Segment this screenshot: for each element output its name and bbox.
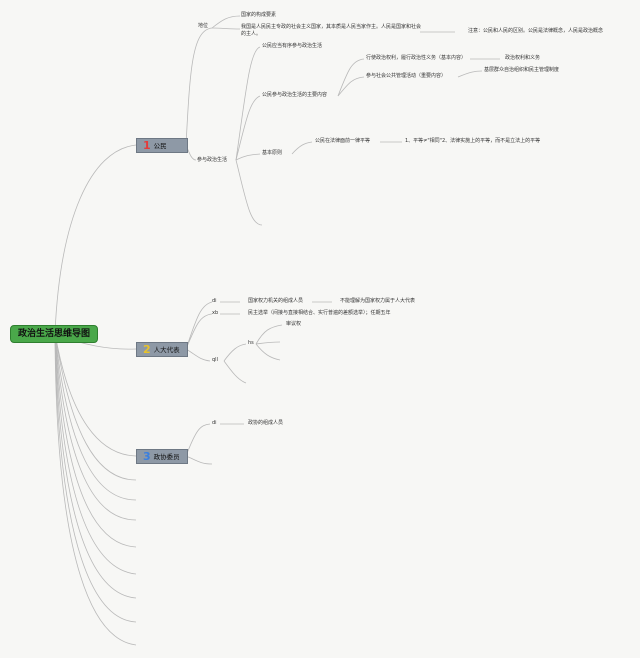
node-rights-duties[interactable]: 政治权利和义务 bbox=[505, 55, 541, 61]
branch-label: 公民 bbox=[153, 142, 167, 150]
node-orderly[interactable]: 公民应当有序参与政治生活 bbox=[262, 43, 323, 49]
branch-number-1: 1 bbox=[143, 139, 151, 152]
node-npc-note[interactable]: 不能理解为国家权力属于人大代表 bbox=[340, 298, 416, 304]
branch-number-3: 3 bbox=[143, 450, 151, 463]
root-node[interactable]: 政治生活思维导图 bbox=[10, 325, 98, 343]
node-equality-note[interactable]: 1、平等≠"相同"2、法律实施上的平等，而不是立法上的平等 bbox=[405, 138, 541, 144]
branch-label: 政协委员 bbox=[153, 453, 180, 461]
node-grassroots[interactable]: 基层群众自治组织和民主管理制度 bbox=[484, 67, 560, 73]
node-equality[interactable]: 公民在法律面前一律平等 bbox=[315, 138, 371, 144]
node-npc-xb[interactable]: xb bbox=[212, 310, 219, 316]
node-state-element[interactable]: 国家的构成要素 bbox=[241, 12, 277, 18]
node-main-content[interactable]: 公民参与政治生活的主要内容 bbox=[262, 92, 328, 98]
node-npc-member[interactable]: 国家权力机关的组成人员 bbox=[248, 298, 304, 304]
node-npc-review-right[interactable]: 审议权 bbox=[286, 321, 302, 327]
node-status-note[interactable]: 注意：公民和人民的区别。公民是法律概念，人民是政治概念 bbox=[468, 28, 604, 34]
node-status[interactable]: 地位 bbox=[198, 23, 209, 29]
node-cppcc-di[interactable]: di bbox=[212, 420, 217, 426]
node-people-master[interactable]: 我国是人民民主专政的社会主义国家，其本质是人民当家作主。人民是国家和社会的主人。 bbox=[241, 24, 422, 37]
node-cppcc-member[interactable]: 政协的组成人员 bbox=[248, 420, 284, 426]
node-npc-di[interactable]: di bbox=[212, 298, 217, 304]
node-participation[interactable]: 参与政治生活 bbox=[197, 157, 228, 163]
node-npc-election[interactable]: 民主选举（间接与直接相结合、实行普遍的差额选举）；任期五年 bbox=[248, 310, 391, 316]
node-npc-qll[interactable]: qll bbox=[212, 357, 218, 363]
branch-number-2: 2 bbox=[143, 343, 151, 356]
node-exercise-rights[interactable]: 行使政治权利，履行政治性义务（基本内容） bbox=[366, 55, 467, 61]
node-npc-hs[interactable]: hs bbox=[248, 340, 254, 346]
branch-label: 人大代表 bbox=[153, 346, 180, 354]
node-basic-principle[interactable]: 基本原则 bbox=[262, 150, 283, 156]
node-public-affairs[interactable]: 参与社会公共管理活动（重要内容） bbox=[366, 73, 447, 79]
